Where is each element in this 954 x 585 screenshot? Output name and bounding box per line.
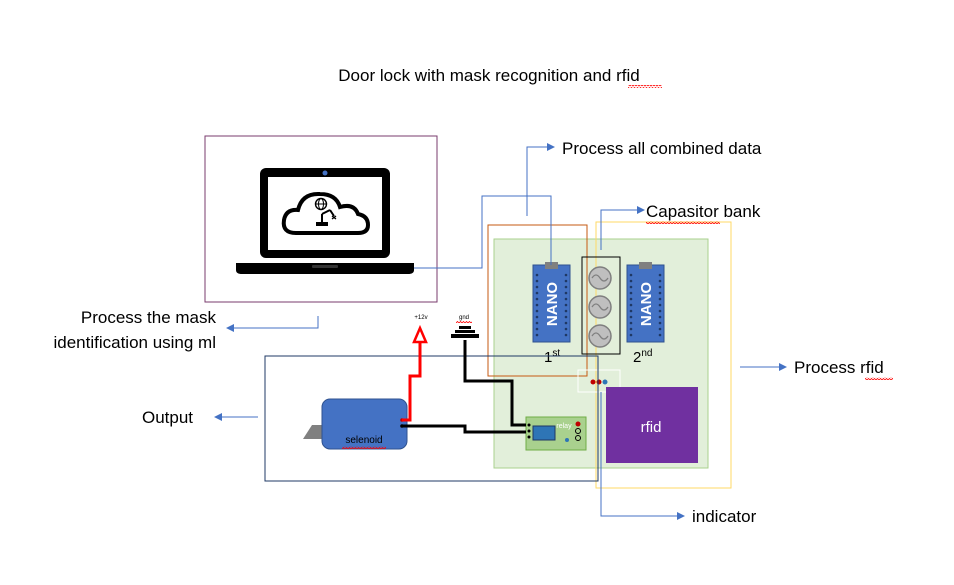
relay-module xyxy=(525,416,587,451)
arrow-indicator xyxy=(600,392,685,520)
output-frame xyxy=(264,355,599,482)
label-process-mask-line1: Process the mask xyxy=(81,308,217,327)
spell-underline-gnd xyxy=(456,321,472,323)
cloud-icon xyxy=(281,191,371,235)
supply-12v-label: +12v xyxy=(414,315,427,321)
arrow-capacitor-bank xyxy=(600,206,645,250)
indicator-leds xyxy=(590,379,608,385)
nano-2-label: NANO xyxy=(638,282,655,326)
globe-icon xyxy=(314,197,328,211)
nano-1-ordinal: 1st xyxy=(544,348,560,366)
spell-underline-solenoid xyxy=(342,446,386,449)
solenoid-label: selenoid xyxy=(345,435,382,446)
spell-underline-rfid-title xyxy=(628,85,662,88)
rfid-module xyxy=(606,387,698,463)
spell-underline-capasitor xyxy=(646,221,720,224)
power-wire xyxy=(402,324,428,422)
arrow-process-mask xyxy=(226,316,319,332)
nano-board-2: NANO xyxy=(626,262,665,343)
label-output: Output xyxy=(142,408,193,427)
nano-2-ordinal: 2nd xyxy=(633,348,652,366)
laptop-frame xyxy=(204,135,438,303)
nano-board-1: NANO xyxy=(532,262,571,343)
ground-label: gnd xyxy=(459,315,469,321)
robot-arm-icon xyxy=(316,209,337,226)
label-capacitor-bank: Capasitor bank xyxy=(646,202,761,221)
spell-underline-rfid xyxy=(865,377,893,380)
arrow-process-combined xyxy=(526,143,555,216)
label-process-mask-line2: identification using ml xyxy=(53,333,216,352)
indicator-frame xyxy=(577,369,621,393)
capacitor-bank xyxy=(581,256,621,355)
rfid-module-label: rfid xyxy=(641,419,662,436)
nano-processing-frame xyxy=(487,224,588,377)
ground-wire xyxy=(402,326,526,434)
label-process-rfid: Process rfid xyxy=(794,358,884,377)
label-process-combined: Process all combined data xyxy=(562,139,762,158)
connector-laptop-to-nano xyxy=(414,195,552,269)
nano-1-label: NANO xyxy=(544,282,561,326)
diagram-title: Door lock with mask recognition and rfid xyxy=(338,66,639,85)
relay-label: relay xyxy=(556,423,572,430)
solenoid xyxy=(303,398,408,450)
label-indicator: indicator xyxy=(692,507,757,526)
